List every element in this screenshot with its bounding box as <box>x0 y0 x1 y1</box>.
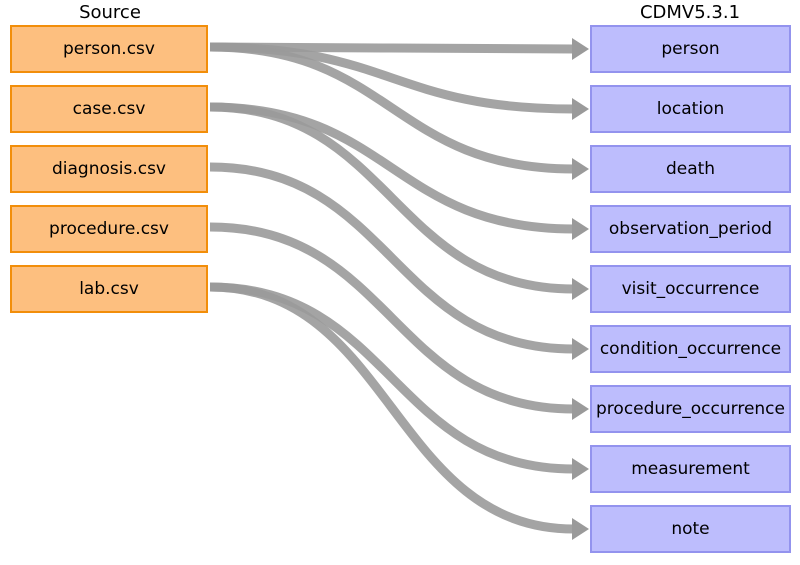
source-column-title: Source <box>79 2 141 23</box>
source-node-case-csv[interactable]: case.csv <box>10 85 208 133</box>
flow-arrowhead-4 <box>572 278 589 300</box>
flow-arrowhead-1 <box>572 98 589 120</box>
target-node-note[interactable]: note <box>590 505 791 553</box>
flow-arrowhead-6 <box>572 398 589 420</box>
flow-link-6 <box>209 222 575 414</box>
target-column-title: CDMV5.3.1 <box>639 2 741 23</box>
flow-arrowhead-2 <box>572 158 589 180</box>
target-node-person[interactable]: person <box>590 25 791 73</box>
source-node-procedure-csv[interactable]: procedure.csv <box>10 205 208 253</box>
target-node-location[interactable]: location <box>590 85 791 133</box>
source-node-diagnosis-csv[interactable]: diagnosis.csv <box>10 145 208 193</box>
target-node-observation-period[interactable]: observation_period <box>590 205 791 253</box>
flow-link-4 <box>209 102 575 294</box>
flow-link-8 <box>209 282 575 534</box>
target-node-death[interactable]: death <box>590 145 791 193</box>
target-node-measurement[interactable]: measurement <box>590 445 791 493</box>
source-node-person-csv[interactable]: person.csv <box>10 25 208 73</box>
target-node-visit-occurrence[interactable]: visit_occurrence <box>590 265 791 313</box>
target-node-condition-occurrence[interactable]: condition_occurrence <box>590 325 791 373</box>
flow-link-5 <box>209 162 575 354</box>
flow-link-2 <box>209 42 575 174</box>
flow-arrowhead-0 <box>572 38 589 60</box>
source-node-lab-csv[interactable]: lab.csv <box>10 265 208 313</box>
flow-arrowhead-7 <box>572 458 589 480</box>
flow-arrowhead-8 <box>572 518 589 540</box>
target-node-procedure-occurrence[interactable]: procedure_occurrence <box>590 385 791 433</box>
flow-arrowhead-5 <box>572 338 589 360</box>
flow-link-1 <box>209 42 575 114</box>
flow-arrowhead-3 <box>572 218 589 240</box>
